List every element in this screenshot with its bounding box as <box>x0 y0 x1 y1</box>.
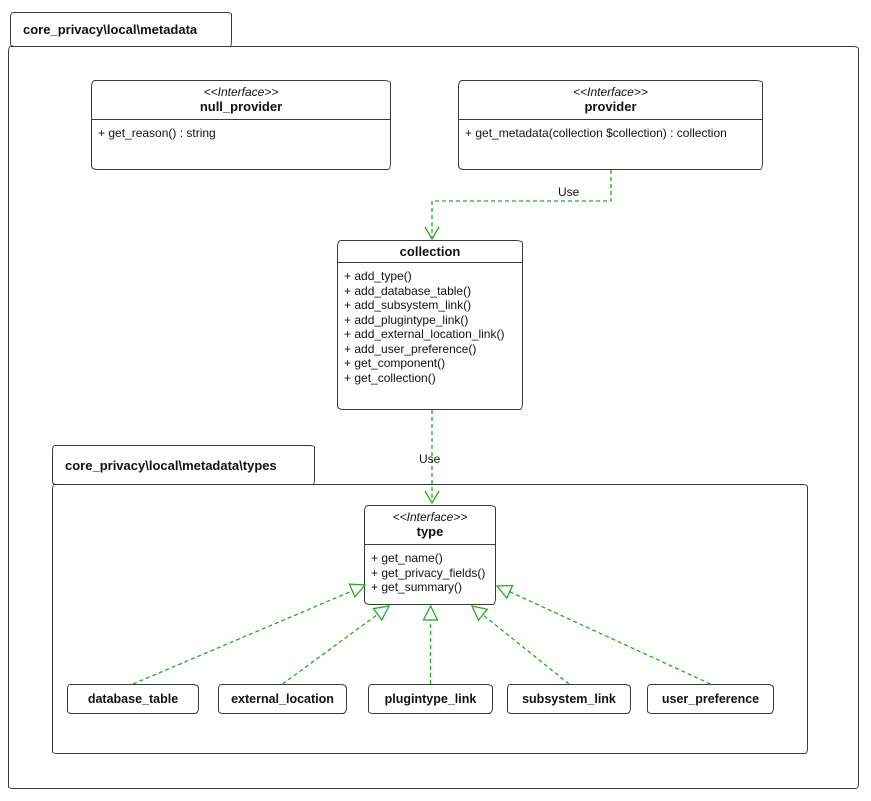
method: + add_plugintype_link() <box>344 312 469 327</box>
interface-null-provider-header: <<Interface>> null_provider <box>92 81 390 120</box>
class-name: collection <box>399 244 461 259</box>
class-name: database_table <box>87 692 179 706</box>
stereotype-label: <<Interface>> <box>392 510 468 524</box>
method: + get_reason() : string <box>98 126 216 140</box>
method: + get_collection() <box>344 370 436 385</box>
interface-type-header: <<Interface>> type <box>365 506 495 545</box>
interface-null-provider: <<Interface>> null_provider + get_reason… <box>91 80 391 170</box>
package-title: core_privacy\local\metadata <box>23 22 198 37</box>
method: + get_privacy_fields() <box>371 565 486 580</box>
class-name: external_location <box>231 692 334 706</box>
use-label-provider-collection: Use <box>558 185 580 199</box>
interface-provider-header: <<Interface>> provider <box>459 81 762 120</box>
method: + get_name() <box>371 551 443 565</box>
package-core-privacy-local-metadata-tab: core_privacy\local\metadata <box>10 12 232 47</box>
method: + add_subsystem_link() <box>344 298 472 312</box>
class-name: subsystem_link <box>522 692 616 706</box>
interface-provider-methods: + get_metadata(collection $collection) :… <box>459 120 762 145</box>
class-collection-header: collection <box>338 241 522 263</box>
class-database-table: database_table <box>67 684 199 714</box>
interface-type-methods: + get_name() + get_privacy_fields() + ge… <box>365 545 495 599</box>
interface-provider: <<Interface>> provider + get_metadata(co… <box>458 80 763 170</box>
stereotype-label: <<Interface>> <box>203 85 279 99</box>
class-name: user_preference <box>661 692 760 706</box>
package-types-tab: core_privacy\local\metadata\types <box>52 445 315 485</box>
interface-name: provider <box>584 99 637 114</box>
class-subsystem-link: subsystem_link <box>507 684 631 714</box>
interface-name: type <box>416 524 444 539</box>
stereotype-label: <<Interface>> <box>573 85 648 99</box>
method: + get_metadata(collection $collection) :… <box>465 126 727 140</box>
class-collection: collection + add_type() + add_database_t… <box>337 240 523 410</box>
interface-null-provider-methods: + get_reason() : string <box>92 120 390 145</box>
package-title: core_privacy\local\metadata\types <box>65 457 277 473</box>
use-label-collection-type: Use <box>419 452 441 466</box>
method: + get_summary() <box>371 580 463 594</box>
interface-type: <<Interface>> type + get_name() + get_pr… <box>364 505 496 605</box>
method: + add_external_location_link() <box>344 327 505 341</box>
class-name: plugintype_link <box>384 692 477 706</box>
method: + add_type() <box>344 269 412 283</box>
class-collection-methods: + add_type() + add_database_table() + ad… <box>338 263 522 389</box>
method: + get_component() <box>344 356 446 370</box>
class-user-preference: user_preference <box>647 684 774 714</box>
interface-name: null_provider <box>199 99 283 114</box>
class-plugintype-link: plugintype_link <box>368 684 493 714</box>
method: + add_database_table() <box>344 283 472 298</box>
method: + add_user_preference() <box>344 341 477 356</box>
class-external-location: external_location <box>218 684 347 714</box>
